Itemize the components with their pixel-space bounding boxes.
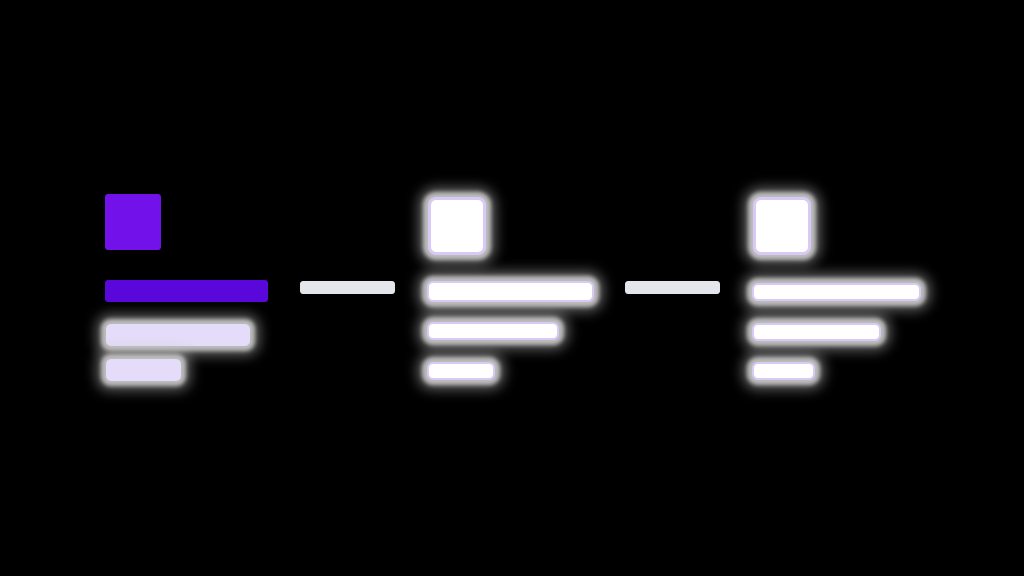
node3-text-bar-short — [752, 362, 815, 380]
connector-2 — [625, 281, 720, 294]
node3-text-bar-medium — [752, 323, 881, 341]
node2-text-bar-short — [427, 362, 495, 380]
node1-icon-square — [105, 194, 161, 250]
node1-text-bar-short — [106, 359, 181, 381]
node2-icon-square — [428, 197, 486, 255]
node3-text-bar-long — [752, 283, 921, 301]
node1-text-bar-medium — [106, 324, 250, 346]
node2-text-bar-medium — [427, 322, 559, 340]
node2-text-bar-long — [427, 281, 594, 302]
node3-icon-square — [753, 197, 811, 255]
connector-1 — [300, 281, 395, 294]
node1-heading-bar — [105, 280, 268, 302]
